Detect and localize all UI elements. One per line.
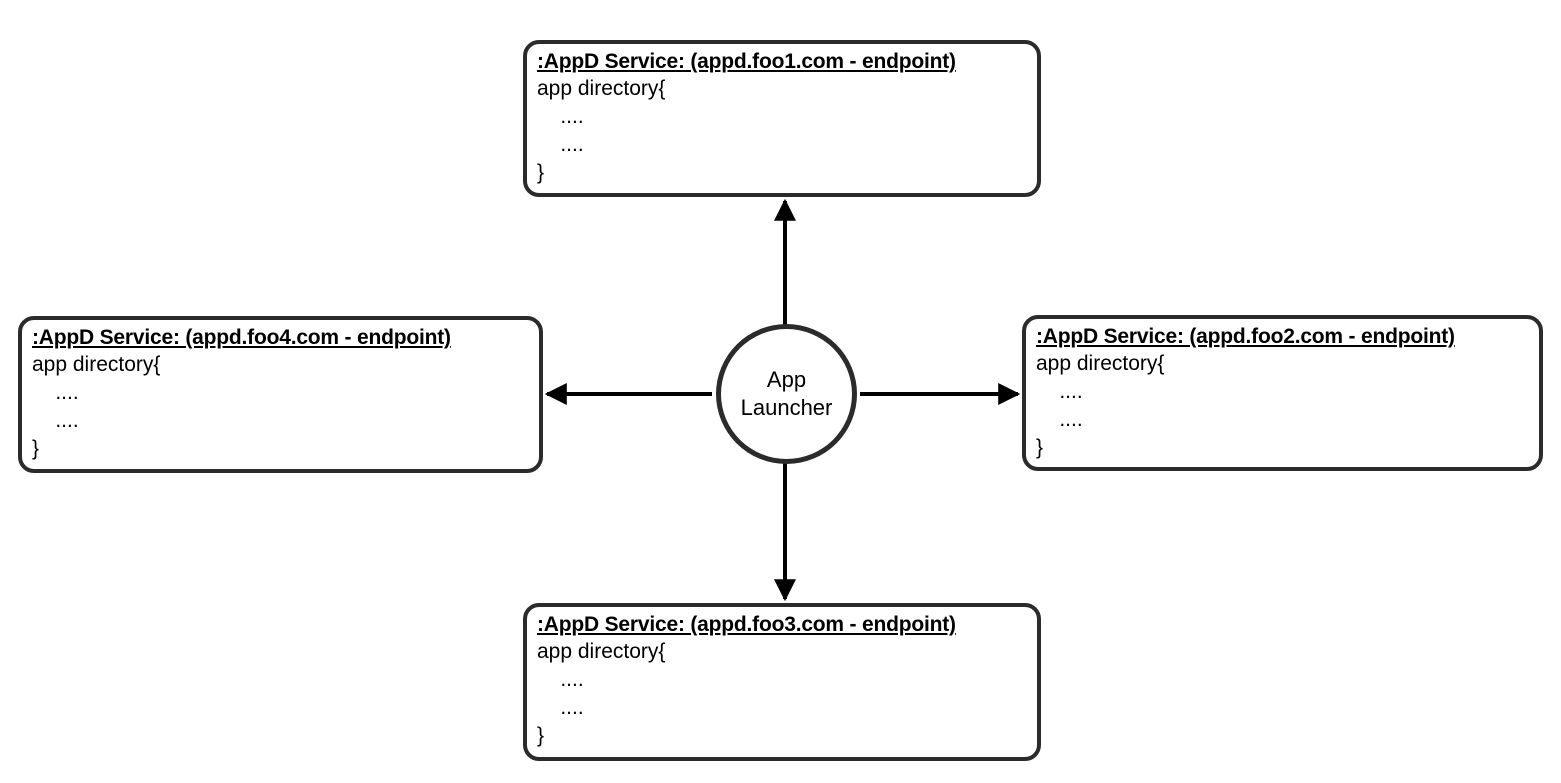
service-node-title: :AppD Service: (appd.foo3.com - endpoint…	[537, 613, 956, 636]
service-node-appd-foo4: :AppD Service: (appd.foo4.com - endpoint…	[18, 316, 543, 473]
service-node-body-line: app directory{	[537, 640, 666, 663]
service-node-body-line: ....	[537, 696, 584, 719]
service-node-body-line: }	[1036, 436, 1044, 459]
service-node-body-line: ....	[32, 381, 79, 404]
app-launcher-label: App Launcher	[740, 367, 833, 420]
service-node-body: app directory{ .... .... }	[1036, 350, 1533, 462]
service-node-body-line: }	[537, 161, 545, 184]
service-node-body-line: app directory{	[537, 77, 666, 100]
app-launcher-node: App Launcher	[716, 324, 857, 464]
service-node-body-line: ....	[537, 105, 584, 128]
service-node-appd-foo2: :AppD Service: (appd.foo2.com - endpoint…	[1022, 315, 1543, 471]
service-node-appd-foo1: :AppD Service: (appd.foo1.com - endpoint…	[523, 40, 1041, 197]
service-node-appd-foo3: :AppD Service: (appd.foo3.com - endpoint…	[523, 603, 1041, 761]
service-node-title: :AppD Service: (appd.foo2.com - endpoint…	[1036, 325, 1455, 348]
service-node-body: app directory{ .... .... }	[32, 351, 533, 463]
service-node-body-line: ....	[537, 133, 584, 156]
service-node-title: :AppD Service: (appd.foo4.com - endpoint…	[32, 326, 451, 349]
service-node-body-line: ....	[32, 409, 79, 432]
service-node-body-line: ....	[1036, 408, 1083, 431]
service-node-body-line: app directory{	[32, 353, 161, 376]
service-node-body-line: ....	[1036, 380, 1083, 403]
service-node-body-line: }	[32, 437, 40, 460]
service-node-body-line: app directory{	[1036, 352, 1165, 375]
service-node-body-line: ....	[537, 668, 584, 691]
service-node-title: :AppD Service: (appd.foo1.com - endpoint…	[537, 50, 956, 73]
service-node-body: app directory{ .... .... }	[537, 75, 1031, 187]
service-node-body: app directory{ .... .... }	[537, 638, 1031, 750]
service-node-body-line: }	[537, 724, 545, 747]
